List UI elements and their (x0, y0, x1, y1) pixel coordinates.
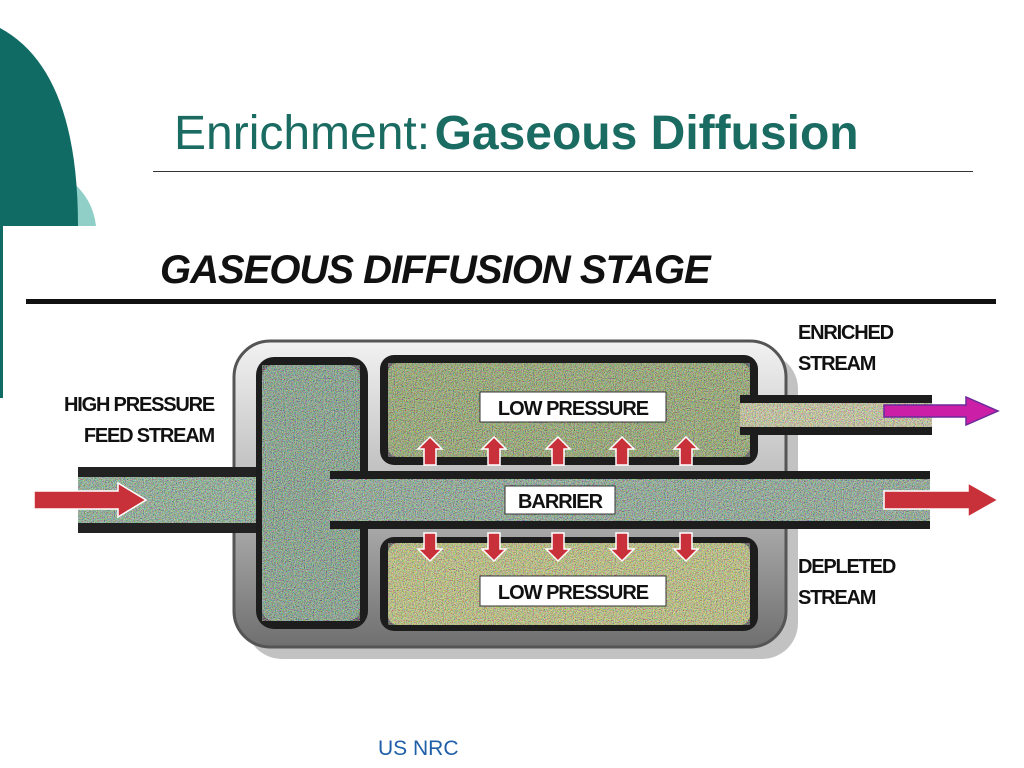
down-arrow-5 (672, 532, 700, 563)
title-underline (153, 171, 973, 172)
depleted-arrow (883, 481, 1000, 519)
lower-label-box (479, 575, 667, 607)
enriched-label-line2: STREAM (798, 353, 876, 375)
barrier-label: BARRIER (518, 491, 604, 513)
down-arrow-2 (480, 532, 508, 563)
enriched-label-line1: ENRICHED (798, 322, 894, 344)
up-arrow-5 (672, 435, 700, 466)
slide-title: Enrichment: Gaseous Diffusion (174, 106, 859, 161)
upper-chamber-label: LOW PRESSURE (498, 398, 649, 420)
barrier-tube-grain (330, 479, 930, 521)
down-arrow-4 (608, 532, 636, 563)
up-arrow-4 (608, 435, 636, 466)
feed-label-line1: HIGH PRESSURE (64, 394, 215, 416)
down-arrow-3 (544, 532, 572, 563)
title-prefix: Enrichment: (174, 107, 431, 160)
barrier-label-box (504, 485, 616, 515)
up-arrow-1 (416, 435, 444, 466)
title-main: Gaseous Diffusion (434, 107, 859, 160)
heading-rule (26, 299, 996, 304)
depleted-label-line1: DEPLETED (798, 556, 896, 578)
enriched-arrow (883, 395, 1000, 427)
feed-label-line2: FEED STREAM (84, 425, 215, 447)
upper-label-box (479, 391, 667, 423)
lower-chamber-label: LOW PRESSURE (498, 582, 649, 604)
upward-flow-arrows (416, 435, 700, 466)
figure-heading: GASEOUS DIFFUSION STAGE (160, 248, 712, 292)
corner-decoration (0, 28, 96, 398)
footer-source: US NRC (378, 737, 459, 760)
diffusion-diagram: GASEOUS DIFFUSION STAGE (26, 248, 1000, 659)
downward-flow-arrows (416, 532, 700, 563)
up-arrow-2 (480, 435, 508, 466)
down-arrow-1 (416, 532, 444, 563)
depleted-label-line2: STREAM (798, 587, 876, 609)
teal-bar (0, 226, 3, 398)
up-arrow-3 (544, 435, 572, 466)
mixing-chamber-grain (262, 365, 360, 621)
teal-shape (0, 28, 78, 226)
feed-arrow (33, 481, 148, 519)
